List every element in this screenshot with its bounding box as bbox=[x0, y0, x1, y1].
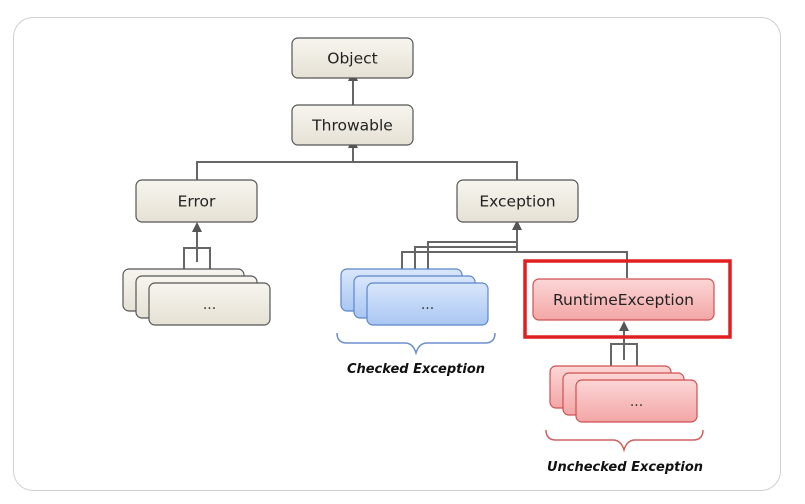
caption-unchecked-exception: Unchecked Exception bbox=[547, 460, 703, 475]
connector-checked-2 bbox=[414, 246, 517, 272]
node-throwable-label: Throwable bbox=[311, 117, 393, 135]
unchecked-brace bbox=[545, 429, 704, 453]
node-error-children: ... bbox=[122, 268, 271, 326]
node-unchecked-children-label: ... bbox=[630, 394, 643, 410]
caption-checked-exception: Checked Exception bbox=[347, 362, 485, 377]
arrow-exception bbox=[512, 220, 522, 230]
connector-error-exception-bar bbox=[196, 161, 518, 180]
node-exception-label: Exception bbox=[479, 193, 555, 211]
node-object: Object bbox=[291, 37, 414, 79]
runtime-highlight-box bbox=[523, 259, 732, 339]
connector-exception-branch bbox=[401, 251, 628, 278]
arrow-runtime bbox=[619, 321, 629, 331]
checked-brace bbox=[336, 332, 496, 356]
arrow-error bbox=[192, 222, 202, 232]
node-object-label: Object bbox=[327, 50, 377, 68]
node-unchecked-children: ... bbox=[549, 365, 698, 423]
node-throwable: Throwable bbox=[291, 104, 414, 146]
node-runtime-exception: RuntimeException bbox=[532, 278, 715, 321]
node-error-children-label: ... bbox=[203, 297, 216, 313]
connector-checked-3 bbox=[427, 241, 517, 281]
node-checked-children-label: ... bbox=[421, 297, 434, 313]
node-error-label: Error bbox=[178, 193, 216, 211]
node-exception: Exception bbox=[456, 179, 579, 223]
node-error: Error bbox=[135, 179, 258, 223]
node-runtime-exception-label: RuntimeException bbox=[553, 291, 694, 309]
node-checked-children: ... bbox=[340, 268, 489, 326]
connectors bbox=[183, 79, 638, 374]
